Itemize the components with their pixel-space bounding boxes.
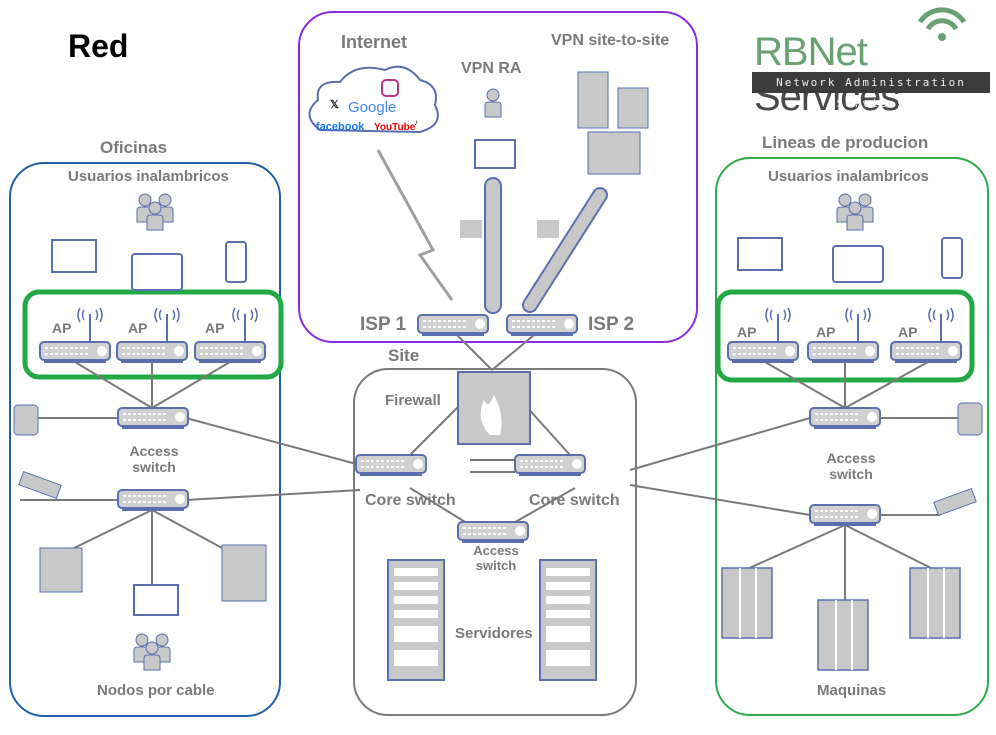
computer-icon: [474, 139, 516, 169]
svg-text:YouTube: YouTube: [374, 122, 416, 133]
camera-icon: [18, 470, 62, 500]
server-rack-2: [539, 559, 597, 681]
ap-label: AP: [898, 324, 918, 340]
oficinas-label: Oficinas: [100, 138, 168, 157]
vpn-ra-tunnel: [484, 177, 502, 314]
produccion-access-switch-1: [809, 407, 881, 430]
isp2-label: ISP 2: [588, 314, 635, 335]
vpn-ra-user-icon: [484, 88, 502, 118]
ap-label: AP: [816, 324, 836, 340]
tablet-icon: [832, 245, 884, 283]
logo-part1: RBNet: [754, 30, 868, 74]
wifi-icon: [917, 7, 967, 41]
camera-icon: [933, 487, 977, 517]
remote-firewall-icon: [587, 131, 641, 175]
oficinas-access-switch-label: Access switch: [129, 443, 179, 475]
vpn-ra-label: VPN RA: [461, 60, 522, 77]
lock-icon: [460, 220, 482, 238]
oficinas-access-switch-2: [117, 489, 189, 512]
site-access-switch-label: Access switch: [473, 543, 519, 573]
links: [20, 329, 960, 600]
internet-cloud-icon: 𝕏 Google facebook YouTube ♪: [308, 65, 439, 134]
svg-text:♪: ♪: [414, 118, 418, 127]
core-switch-1: [355, 454, 427, 477]
ap-label: AP: [52, 320, 72, 336]
building-icon: [577, 71, 649, 175]
vpn-s2s-label: VPN site-to-site: [551, 32, 670, 49]
laptop-icon: [737, 237, 783, 271]
machine-3: [909, 567, 961, 639]
desktop-icon: [133, 584, 179, 616]
site-zone: [353, 368, 637, 716]
site-access-switch: [457, 521, 529, 544]
internet-label: Internet: [341, 32, 408, 52]
oficinas-ap-1: [40, 308, 110, 363]
ap-label: AP: [737, 324, 757, 340]
produccion-wireless-label: Usuarios inalambricos: [768, 168, 929, 185]
machine-1: [721, 567, 773, 639]
biometric-icon: [13, 404, 39, 436]
tablet-icon: [131, 253, 183, 291]
printer-icon: [221, 544, 267, 602]
firewall-label: Firewall: [385, 392, 441, 409]
site-label: Site: [388, 346, 420, 365]
core-switch-1-label: Core switch: [365, 492, 456, 509]
rbnet-logo: RBNet Services Network Administration Se…: [752, 4, 992, 119]
svg-text:Google: Google: [348, 99, 396, 116]
core-switch-2: [514, 454, 586, 477]
firewall-icon: [457, 371, 531, 445]
servers-label: Servidores: [455, 625, 533, 642]
logo-tagline: Network Administration Services: [752, 72, 990, 110]
wired-nodes-label: Nodos por cable: [97, 682, 215, 699]
produccion-access-switch-2: [809, 504, 881, 527]
diagram-title: Red: [68, 28, 129, 64]
svg-text:facebook: facebook: [316, 121, 365, 133]
lock-icon: [537, 220, 559, 238]
isp1-label: ISP 1: [360, 314, 407, 335]
isp1-router: [417, 314, 489, 337]
isp2-router: [506, 314, 578, 337]
ap-label: AP: [205, 320, 225, 336]
laptop-icon: [51, 239, 97, 273]
internet-link-icon: [376, 149, 454, 301]
machine-2: [817, 599, 869, 671]
produccion-label: Lineas de producion: [762, 133, 929, 152]
wireless-users-icon: [837, 194, 873, 230]
oficinas-access-switch-1: [117, 407, 189, 430]
ap-label: AP: [128, 320, 148, 336]
oficinas-zone: [9, 162, 281, 717]
phone-desk-icon: [39, 547, 83, 593]
internet-zone: [298, 11, 698, 343]
core-switch-2-label: Core switch: [529, 492, 620, 509]
biometric-icon: [957, 402, 983, 436]
svg-text:𝕏: 𝕏: [330, 99, 339, 111]
produccion-zone: [715, 157, 989, 716]
produccion-access-switch-label: Access switch: [826, 450, 876, 482]
wireless-users-icon: [137, 194, 173, 230]
phone-icon: [941, 237, 963, 279]
wired-users-icon: [134, 634, 170, 670]
phone-icon: [225, 241, 247, 283]
server-rack-1: [387, 559, 445, 681]
machines-label: Maquinas: [817, 682, 887, 699]
oficinas-wireless-label: Usuarios inalambricos: [68, 168, 229, 185]
